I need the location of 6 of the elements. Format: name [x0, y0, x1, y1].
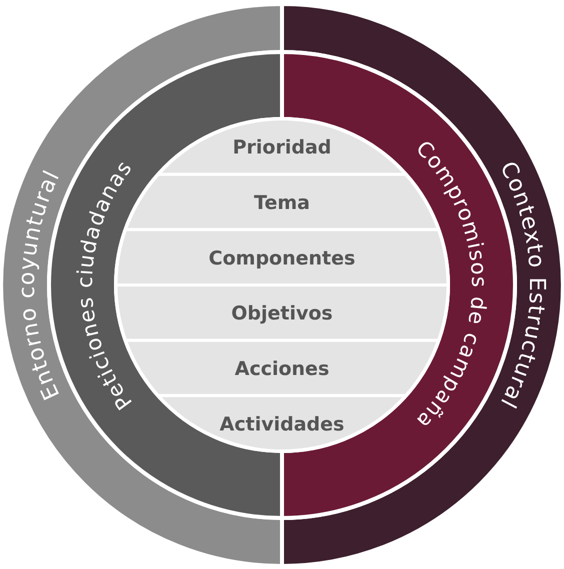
band-label: Acciones [234, 358, 330, 380]
band-label: Tema [254, 192, 310, 214]
band-label: Actividades [220, 413, 344, 436]
band-label: Objetivos [231, 302, 333, 325]
band-label: Componentes [208, 247, 356, 270]
band-label: Prioridad [232, 136, 332, 159]
